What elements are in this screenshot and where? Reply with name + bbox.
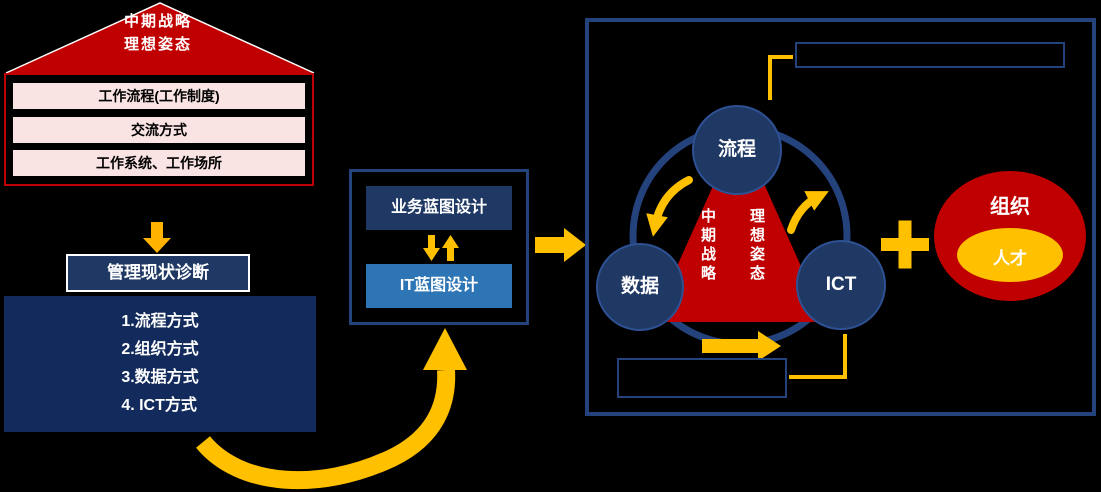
blueprint-panel: 业务蓝图设计 IT蓝图设计 (349, 169, 529, 325)
curved-arrow-shaft (196, 369, 456, 490)
house-row-worksystem: 工作系统、工作场所 (13, 150, 305, 177)
transformation-panel: 流程 数据 ICT 中期战略 理想姿态 组织 人才 (585, 18, 1096, 416)
connector-top (768, 55, 793, 100)
diagnosis-item-process: 1.流程方式 (121, 313, 199, 330)
house-row-communication: 交流方式 (13, 116, 305, 143)
house-row-workflow: 工作流程(工作制度) (13, 82, 305, 109)
up-arrow-icon (442, 235, 459, 261)
diagnosis-title: 管理现状诊断 (66, 254, 250, 292)
plus-icon (881, 220, 929, 269)
curved-arrow-head (423, 328, 467, 370)
diagnosis-item-ict: 4. ICT方式 (121, 397, 197, 414)
cycle-arrow-left-icon (646, 176, 693, 237)
circle-process: 流程 (692, 105, 782, 195)
right-arrow-icon (535, 228, 586, 262)
circle-ict: ICT (796, 240, 886, 330)
label-box-bottom (617, 358, 787, 398)
triangle-text-left: 中期战略 (699, 208, 716, 284)
roof-outline (5, 2, 315, 74)
roof-title-line1: 中期战略 (123, 13, 192, 30)
strategy-triangle (652, 128, 826, 322)
roof-title: 中期战略 理想姿态 (58, 10, 258, 57)
talent-label: 人才 (993, 249, 1027, 268)
cycle-arrow-bottom-icon (702, 331, 781, 361)
organization-label: 组织 (990, 196, 1030, 218)
label-box-top (795, 42, 1065, 68)
it-blueprint-box: IT蓝图设计 (366, 264, 512, 308)
diagnosis-item-data: 3.数据方式 (121, 369, 199, 386)
down-arrow-icon (423, 235, 440, 261)
business-blueprint-box: 业务蓝图设计 (366, 186, 512, 230)
curved-arrow-icon (196, 328, 467, 490)
strategy-house-box: 工作流程(工作制度) 交流方式 工作系统、工作场所 (4, 73, 314, 186)
connector-ict (789, 334, 847, 379)
sync-arrows-icon (423, 235, 459, 261)
diagnosis-item-organization: 2.组织方式 (121, 341, 199, 358)
diagnosis-panel: 1.流程方式 2.组织方式 3.数据方式 4. ICT方式 (4, 296, 316, 432)
talent-ellipse (957, 228, 1063, 282)
cycle-arrow-right-icon (787, 191, 829, 234)
roof-title-line2: 理想姿态 (123, 36, 192, 54)
down-arrow-icon (143, 222, 171, 253)
circle-data: 数据 (596, 243, 684, 331)
strategy-roof (5, 2, 315, 74)
triangle-text-right: 理想姿态 (748, 208, 765, 284)
roof-triangle (6, 3, 314, 73)
